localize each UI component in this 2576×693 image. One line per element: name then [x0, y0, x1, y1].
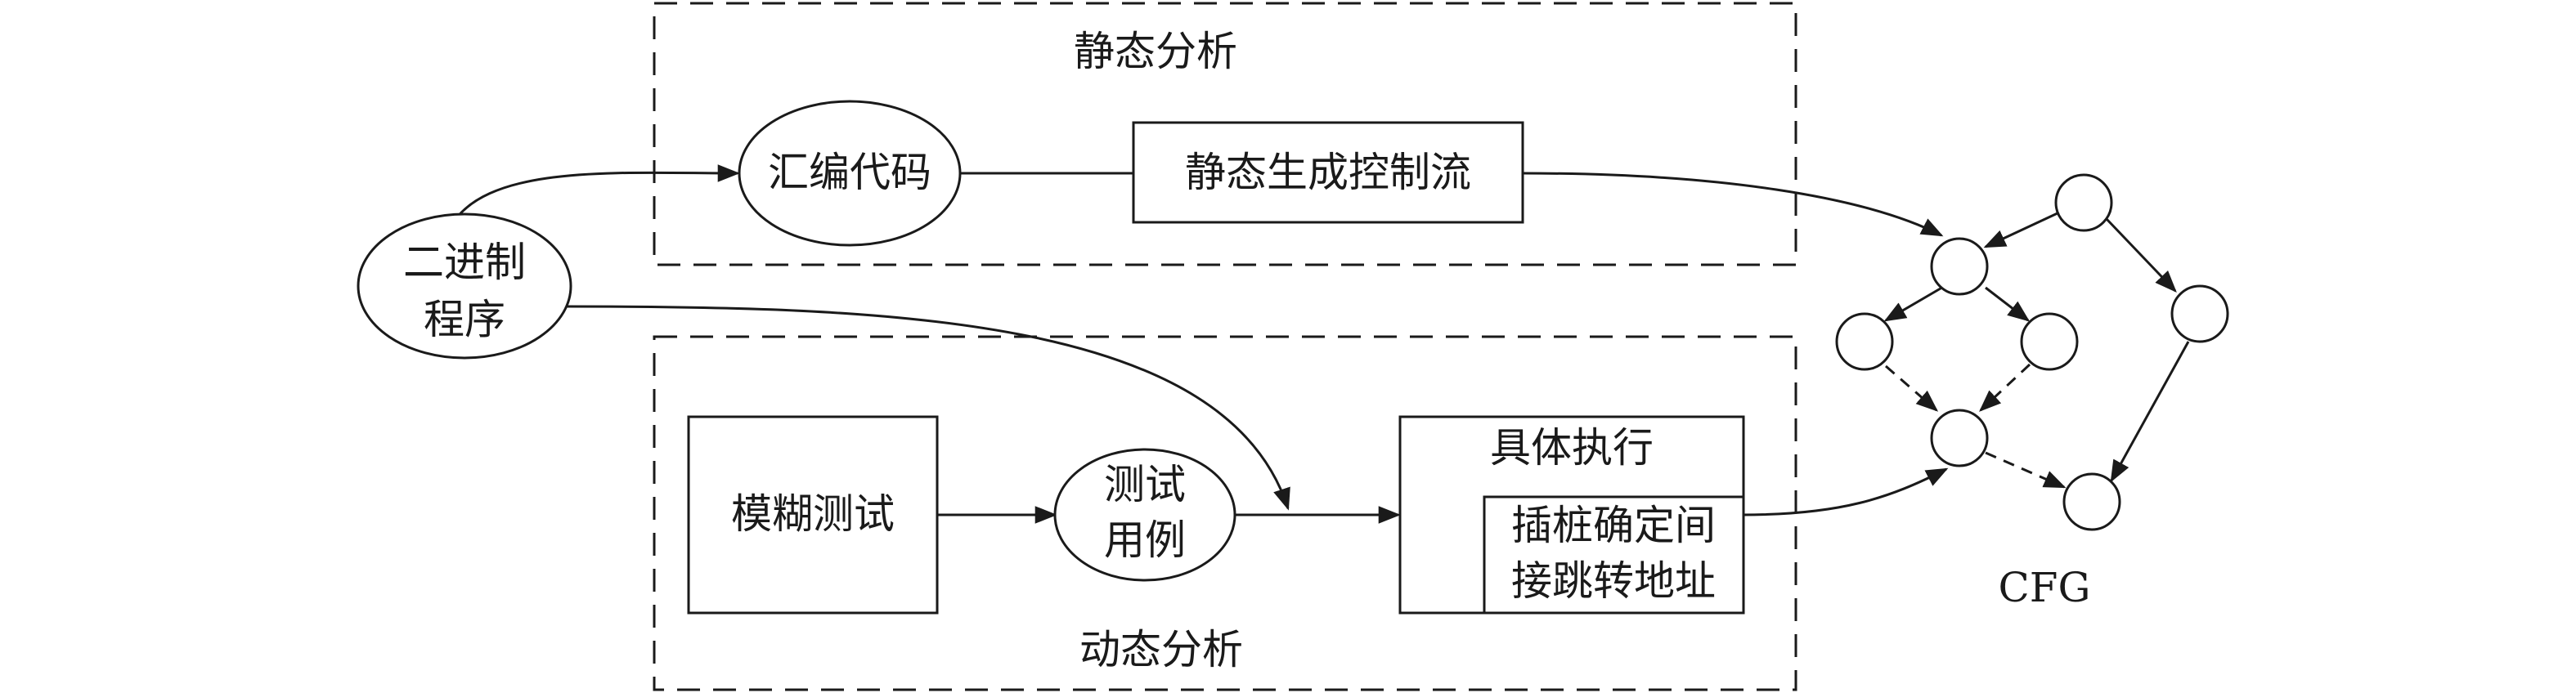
static-analysis-box — [653, 2, 1797, 266]
assembly-code-label: 汇编代码 — [768, 149, 931, 196]
cfg-edge-a-to-left — [1883, 284, 1945, 322]
static-control-flow-node: 静态生成控制流 — [1132, 121, 1524, 224]
cfg-node-bottom — [1930, 409, 1989, 467]
edge-binary-to-dynamic — [566, 305, 1290, 511]
dynamic-analysis-title: 动态分析 — [1079, 626, 1243, 673]
edge-exec-to-cfg — [1741, 467, 1949, 516]
assembly-code-node: 汇编代码 — [738, 100, 962, 247]
cfg-edge-midright-to-bottom — [1979, 363, 2031, 412]
concrete-execution-label: 具体执行 — [1490, 424, 1654, 472]
static-analysis-title: 静态分析 — [1074, 28, 1237, 75]
binary-program-line1: 二进制 — [403, 239, 526, 286]
instrumentation-line2: 接跳转地址 — [1511, 557, 1716, 605]
cfg-graph: CFG — [1835, 173, 2229, 611]
edge-static-cfg-to-cfg — [1522, 172, 1944, 237]
instrumentation-box — [1483, 495, 1745, 615]
cfg-edge-bottom-to-sink — [1985, 451, 2067, 489]
cfg-edge-left-to-bottom — [1885, 364, 1939, 412]
fuzz-testing-node: 模糊测试 — [687, 415, 939, 615]
edge-binary-to-asm — [451, 164, 740, 225]
concrete-execution-node: 具体执行 插桩确定间 接跳转地址 — [1398, 415, 1745, 615]
cfg-node-sink — [2062, 472, 2121, 531]
test-case-node: 测试 用例 — [1053, 448, 1236, 582]
instrumentation-line1: 插桩确定间 — [1511, 502, 1716, 549]
cfg-node-midright — [2020, 312, 2079, 371]
binary-program-node: 二进制 程序 — [357, 212, 572, 360]
binary-program-line2: 程序 — [424, 296, 505, 343]
cfg-node-top — [2054, 173, 2113, 232]
test-case-line1: 测试 — [1104, 461, 1186, 508]
test-case-line2: 用例 — [1104, 516, 1186, 564]
static-analysis-region: 静态分析 — [653, 2, 1797, 266]
cfg-label: CFG — [1999, 564, 2091, 611]
cfg-node-right — [2170, 284, 2229, 343]
cfg-edge-top-to-a — [1983, 211, 2060, 248]
cfg-edge-right-to-sink — [2110, 341, 2190, 483]
cfg-edge-top-to-right — [2105, 217, 2177, 293]
cfg-node-left — [1835, 312, 1894, 371]
cfg-node-a — [1930, 237, 1989, 296]
fuzz-testing-label: 模糊测试 — [731, 490, 895, 538]
cfg-edge-a-to-midright — [1985, 286, 2031, 322]
static-control-flow-label: 静态生成控制流 — [1185, 149, 1471, 196]
